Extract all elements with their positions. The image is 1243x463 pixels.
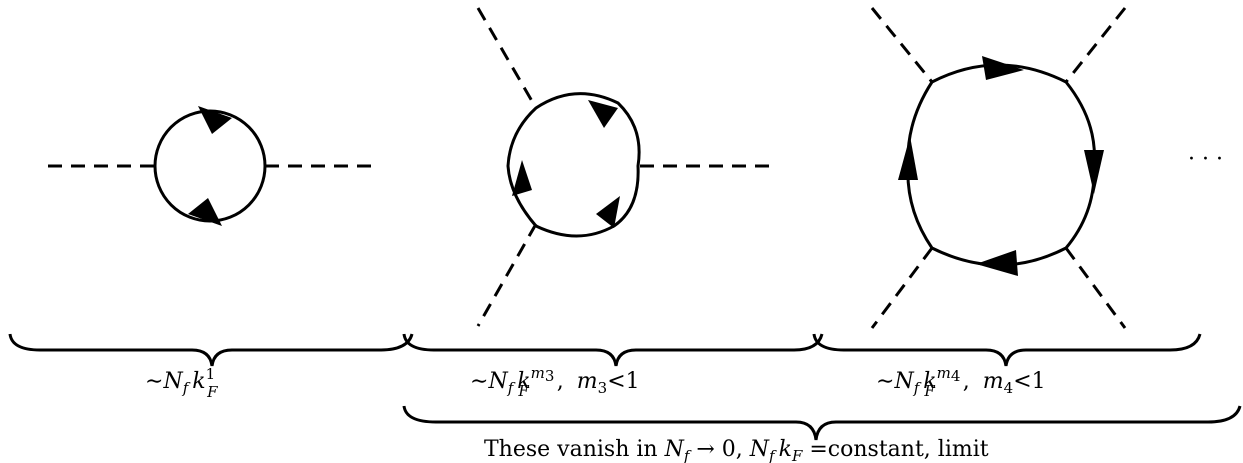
external-leg-upper-right: [1064, 7, 1127, 83]
brace-2: [402, 333, 824, 367]
loop-arrow-left: [898, 136, 918, 180]
diagram-3-four-point: [870, 7, 1127, 329]
external-leg-lower-right: [1064, 247, 1127, 329]
fermion-loop: [906, 63, 1096, 267]
loop-arrow-top: [198, 106, 232, 134]
external-leg-lower: [476, 223, 538, 327]
loop-arrow-lower: [596, 196, 620, 228]
brace-long: [402, 405, 1242, 441]
loop-arrow-bottom: [976, 250, 1018, 276]
loop-arrow-left: [512, 160, 532, 196]
loop-arrow-upper: [588, 100, 618, 128]
brace-1: [8, 333, 414, 367]
fermion-loop: [506, 92, 641, 238]
loop-arrow-right: [1084, 150, 1104, 194]
external-leg-upper-left: [870, 7, 934, 83]
external-leg-lower-left: [870, 247, 934, 329]
diagram-1-two-point: [48, 106, 372, 226]
diagram-2-three-point: [476, 7, 770, 327]
loop-arrow-top: [982, 56, 1024, 80]
external-leg-upper: [476, 7, 538, 109]
loop-arrow-bottom: [188, 198, 222, 226]
brace-3: [812, 333, 1202, 367]
ellipsis: · · ·: [1188, 147, 1223, 172]
